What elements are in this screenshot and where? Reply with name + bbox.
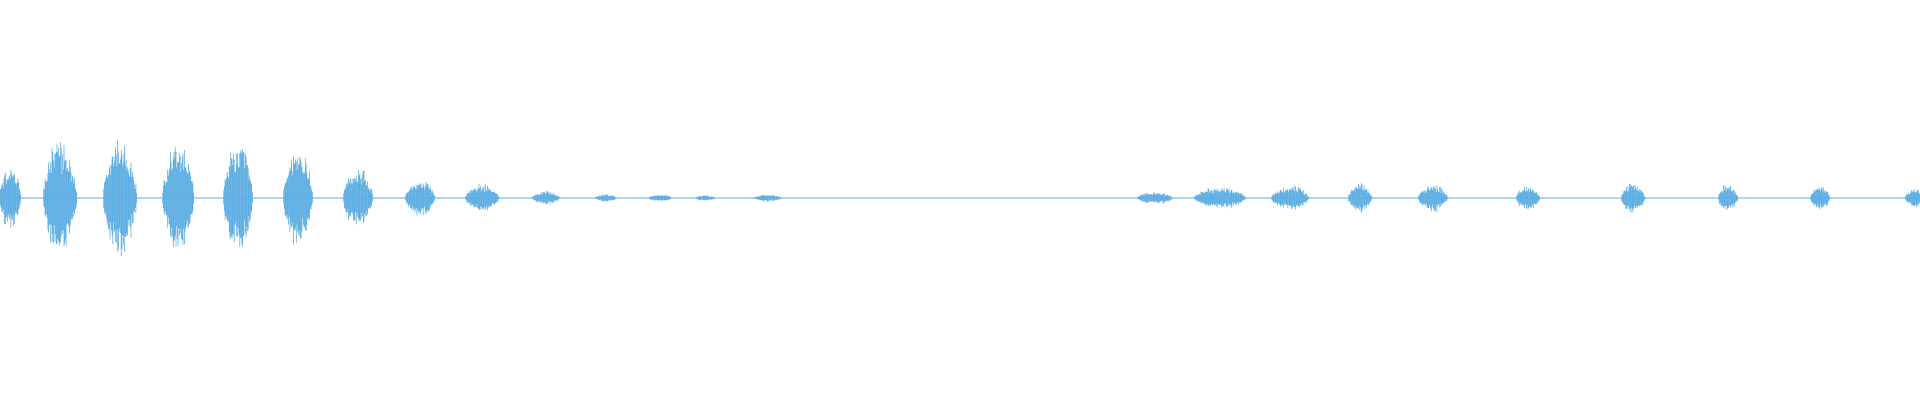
waveform-burst	[283, 156, 313, 245]
waveform-burst	[465, 183, 500, 211]
waveform-burst	[1418, 185, 1448, 212]
waveform-burst	[1348, 183, 1373, 213]
waveform-bars	[0, 139, 1920, 257]
waveform-burst	[1271, 185, 1310, 210]
waveform-burst	[1718, 185, 1738, 210]
waveform-burst	[1621, 184, 1646, 213]
waveform-burst	[1137, 192, 1174, 204]
waveform-burst	[43, 142, 77, 246]
waveform-burst	[648, 195, 672, 202]
waveform-burst	[532, 191, 560, 205]
waveform-burst	[595, 194, 617, 202]
waveform-burst	[1810, 187, 1830, 210]
waveform-burst	[162, 147, 194, 248]
waveform-burst	[1516, 187, 1541, 210]
waveform-burst	[754, 194, 782, 202]
waveform-burst	[405, 181, 435, 216]
waveform-burst	[1194, 187, 1247, 209]
waveform-burst	[103, 139, 138, 257]
waveform-burst	[223, 149, 253, 247]
waveform-burst	[695, 195, 715, 201]
waveform-burst	[0, 169, 22, 228]
waveform-burst	[343, 170, 373, 225]
